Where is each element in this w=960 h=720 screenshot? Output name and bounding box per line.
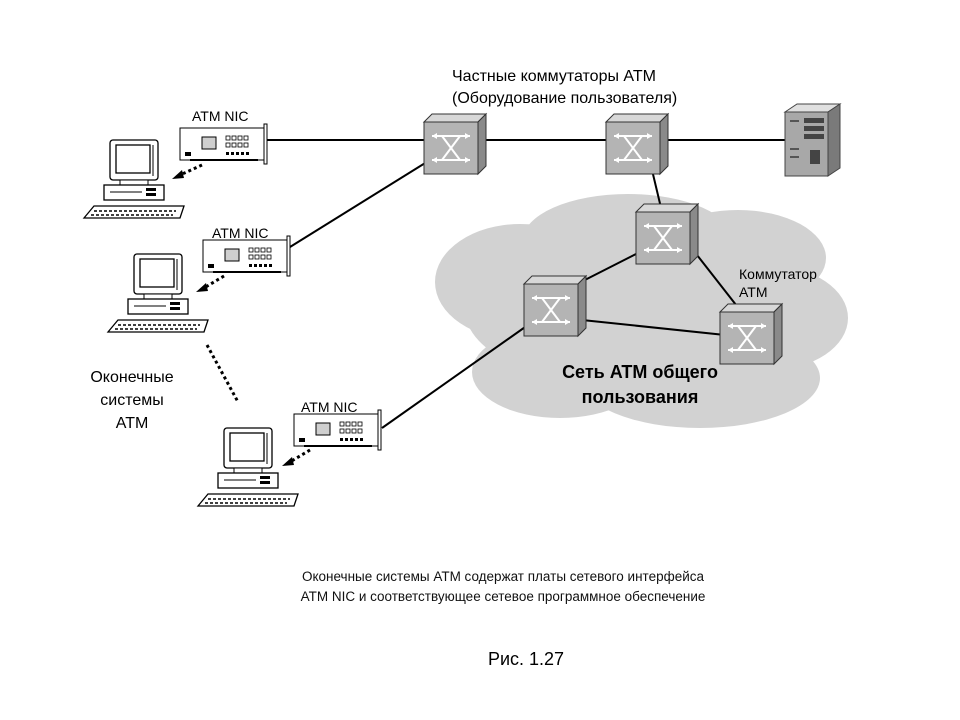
install-arrows	[179, 163, 311, 464]
end-systems-label-line1: Оконечные	[90, 369, 173, 386]
nic-card-icon-3	[293, 409, 382, 451]
public-switch-icon-2	[523, 275, 587, 337]
workstation-icon-3	[197, 427, 299, 507]
public-network-label-line2: пользования	[582, 387, 699, 407]
nic-label-2: ATM NIC	[212, 225, 269, 241]
link-switch3-switch5	[696, 254, 741, 311]
public-switch-icon-3	[719, 303, 783, 365]
private-switches-label-line2: (Оборудование пользователя)	[452, 90, 677, 107]
link-switch4-switch5	[581, 319, 726, 336]
private-switch-icon-2	[605, 113, 669, 175]
link-nic3-switch4	[381, 324, 529, 429]
arrow-heads	[172, 170, 294, 466]
public-switch-icon-1	[635, 203, 699, 265]
workstation-icon-1	[83, 139, 185, 219]
nic-label-3: ATM NIC	[301, 399, 358, 415]
figure-number: Рис. 1.27	[488, 649, 564, 669]
server-icon	[783, 103, 842, 177]
private-switches-label-line1: Частные коммутаторы ATM	[452, 68, 656, 85]
end-systems-label-line2: системы	[100, 392, 163, 409]
end-systems-label-line3: ATM	[116, 415, 149, 432]
private-switch-icon-1	[423, 113, 487, 175]
public-network-label-line1: Сеть ATM общего	[562, 362, 718, 382]
switch-atm-label-line1: Коммутатор	[739, 266, 817, 282]
link-nic2-switch1	[289, 159, 431, 248]
workstation-icon-2	[107, 253, 209, 333]
caption-line1: Оконечные системы ATM содержат платы сет…	[302, 569, 705, 584]
ellipsis-dots	[205, 344, 240, 403]
nic-card-icon-2	[202, 235, 291, 277]
nic-label-1: ATM NIC	[192, 108, 249, 124]
nic-card-icon-1	[179, 123, 268, 165]
caption-line2: ATM NIC и соответствующее сетевое програ…	[301, 589, 706, 604]
switch-atm-label-line2: ATM	[739, 284, 768, 300]
